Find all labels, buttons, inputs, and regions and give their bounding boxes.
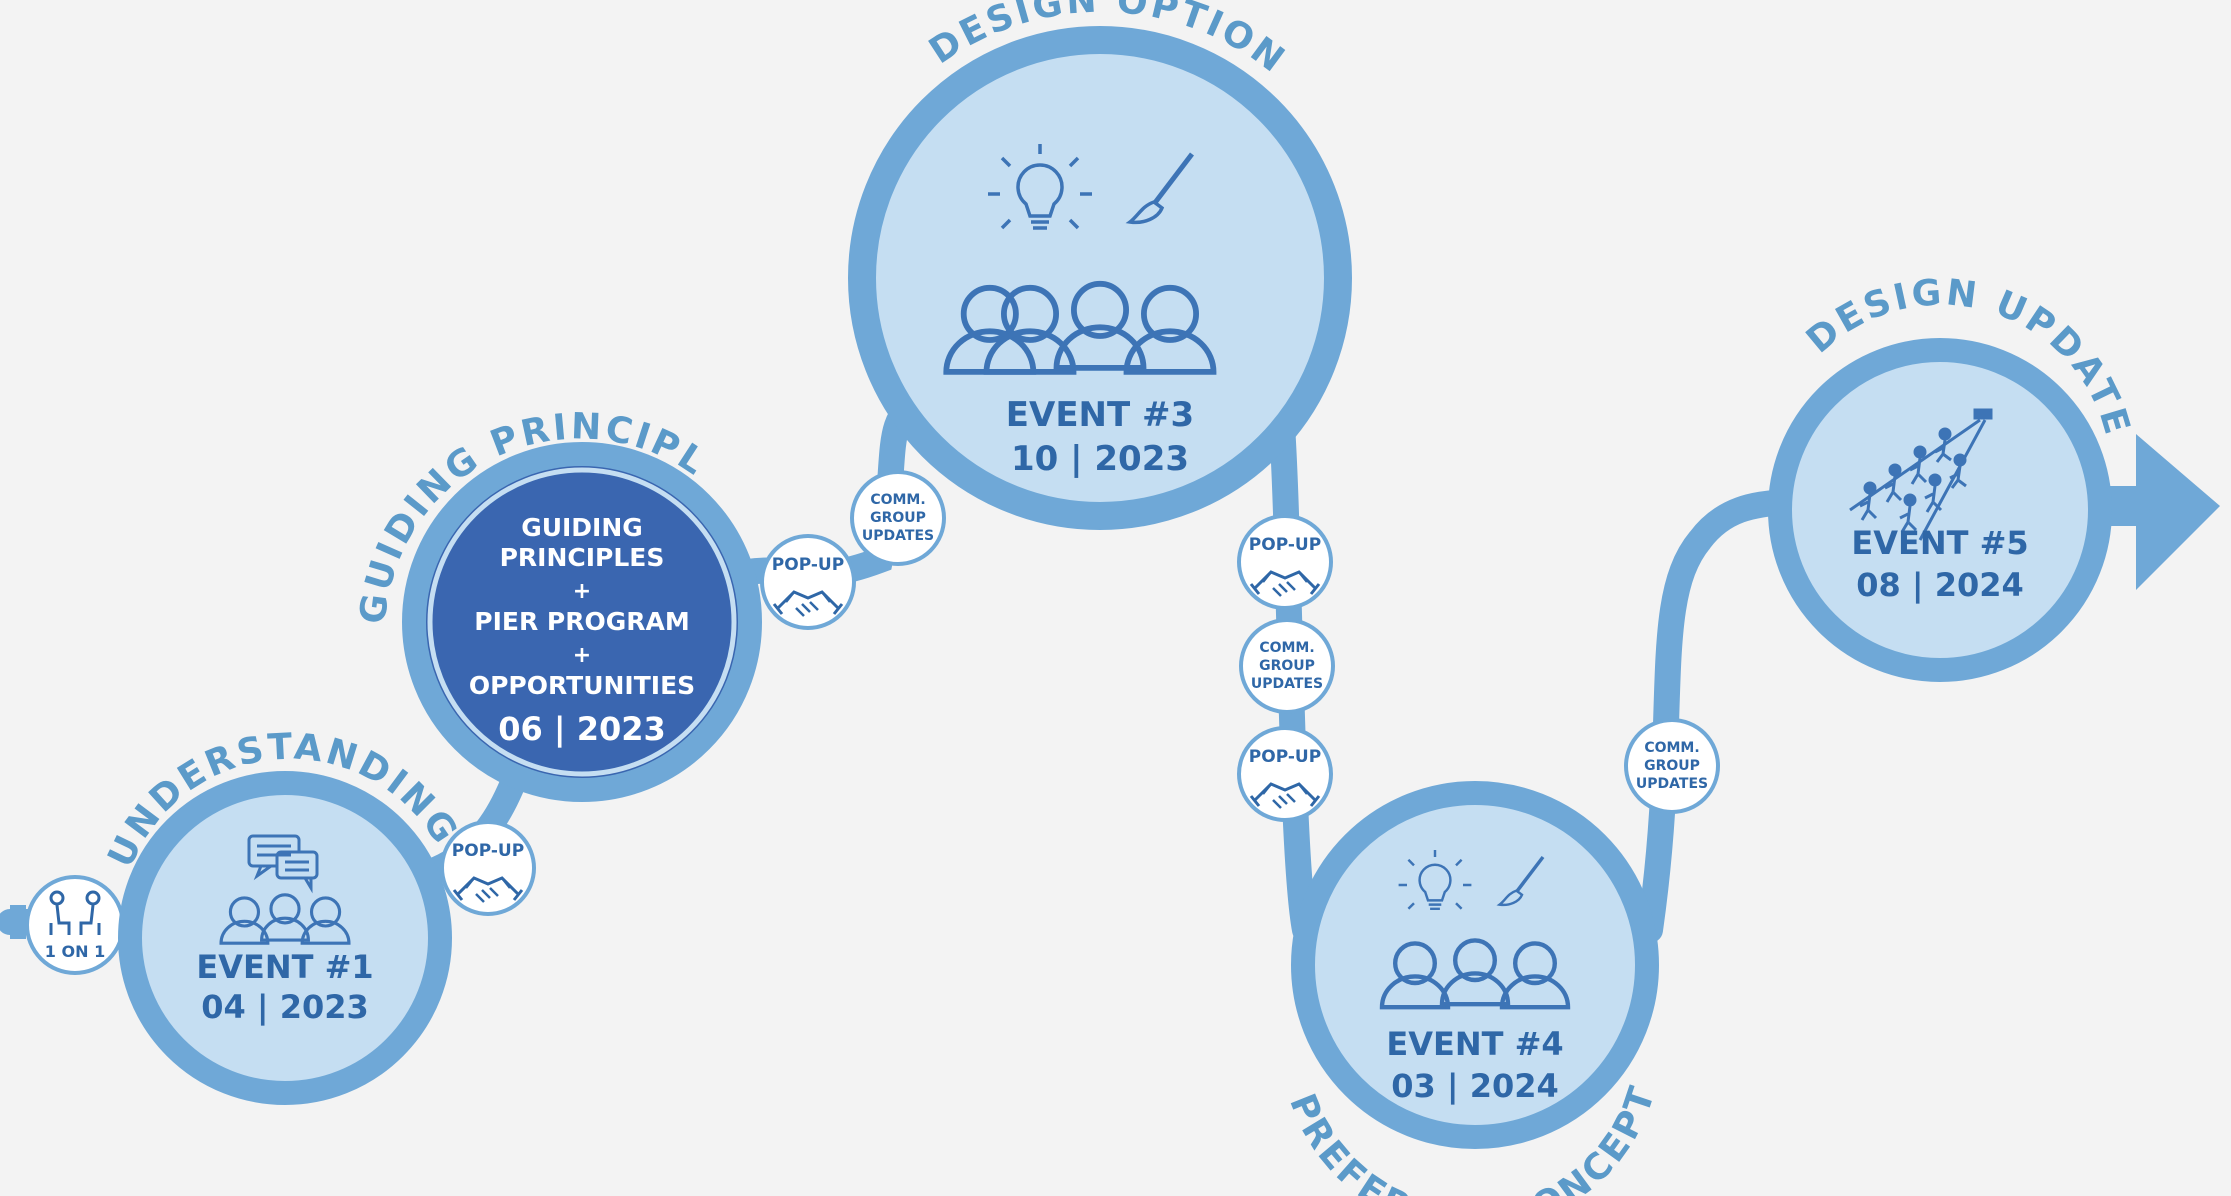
event-2-circle: GUIDING PRINCIPLES + PIER PROGRAM + OPPO…: [402, 442, 762, 802]
event-1-date: 04 | 2023: [201, 988, 369, 1027]
comm-group-node: COMM. GROUP UPDATES: [1239, 618, 1335, 714]
event-3-circle: EVENT #3 10 | 2023: [848, 26, 1352, 530]
comm-label-3: UPDATES: [862, 528, 934, 544]
event-1-circle: EVENT #1 04 | 2023: [118, 771, 452, 1105]
event-1-title: EVENT #1: [196, 948, 373, 986]
popup-label: POP-UP: [452, 841, 524, 861]
popup-node: POP-UP: [760, 534, 856, 630]
popup-node: POP-UP: [1237, 726, 1333, 822]
event-2-line-2: PRINCIPLES: [500, 543, 665, 572]
one-on-one-label: 1 ON 1: [45, 942, 105, 961]
comm-label-3: UPDATES: [1636, 776, 1708, 792]
event-2-line-3: +: [573, 579, 591, 604]
event-2-line-5: +: [573, 643, 591, 668]
popup-label: POP-UP: [1249, 535, 1321, 555]
popup-node: POP-UP: [440, 820, 536, 916]
comm-label-3: UPDATES: [1251, 676, 1323, 692]
event-5-title: EVENT #5: [1851, 524, 2028, 562]
popup-node: POP-UP: [1237, 514, 1333, 610]
popup-label: POP-UP: [1249, 747, 1321, 767]
comm-group-node: COMM. GROUP UPDATES: [850, 470, 946, 566]
event-5-date: 08 | 2024: [1856, 566, 2024, 605]
popup-label: POP-UP: [772, 555, 844, 575]
event-3-date: 10 | 2023: [1011, 439, 1189, 479]
people-walking-icon: [1849, 408, 1993, 541]
event-2-date: 06 | 2023: [498, 710, 666, 749]
comm-label-1: COMM.: [1259, 640, 1314, 656]
chat-bubbles-icon: [247, 834, 319, 894]
event-5-circle: EVENT #5 08 | 2024: [1768, 338, 2112, 682]
event-2-line-1: GUIDING: [521, 513, 643, 542]
comm-label-2: GROUP: [1644, 758, 1700, 774]
event-2-line-6: OPPORTUNITIES: [469, 671, 695, 700]
comm-label-1: COMM.: [1644, 740, 1699, 756]
comm-label-1: COMM.: [870, 492, 925, 508]
event-4-date: 03 | 2024: [1391, 1067, 1559, 1106]
event-4-circle: EVENT #4 03 | 2024: [1291, 781, 1659, 1149]
event-2-line-4: PIER PROGRAM: [474, 607, 689, 636]
event-3-title: EVENT #3: [1006, 395, 1194, 435]
comm-label-2: GROUP: [1259, 658, 1315, 674]
path-start-cap: [10, 905, 26, 939]
comm-label-2: GROUP: [870, 510, 926, 526]
one-on-one-node: 1 ON 1: [25, 875, 125, 975]
event-4-title: EVENT #4: [1386, 1025, 1563, 1063]
comm-group-node: COMM. GROUP UPDATES: [1624, 718, 1720, 814]
meeting-icon: [49, 890, 101, 935]
